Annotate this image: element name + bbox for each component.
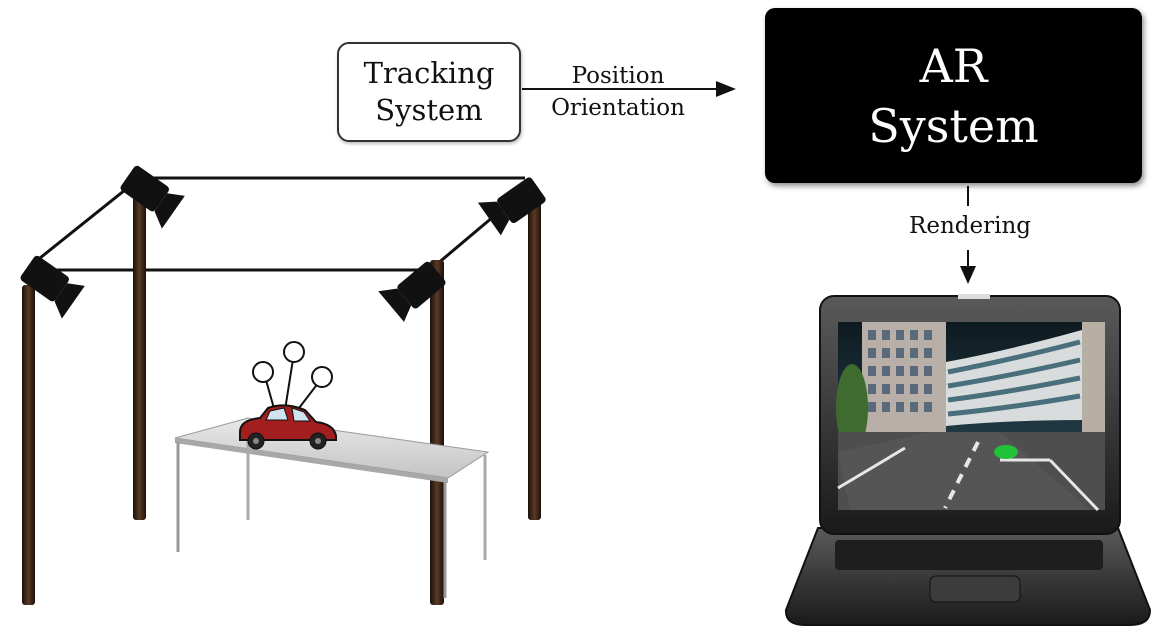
tracking-frame [34,176,526,272]
car-icon [239,341,337,450]
camera-icon [20,255,85,319]
marker-ball [311,366,333,388]
marker-ball [283,341,305,363]
green-marker [994,445,1018,459]
camera-icon [120,165,185,229]
post-front-left [22,285,35,605]
marker-ball [252,361,274,383]
post-back-left [133,190,146,520]
tracking-system-label-line2: System [375,93,483,127]
ar-system-label-line2: System [868,98,1039,153]
post-front-right [430,260,444,605]
tracking-system-node: Tracking System [337,42,521,142]
laptop-screen [836,322,1105,512]
tracking-system-label-line1: Tracking [363,56,495,90]
camera-icon [477,177,546,236]
post-back-right [528,195,541,520]
camera-posts [22,190,541,605]
edge-label-line2: Orientation [551,95,685,121]
edge-label-position-orientation: Position Orientation [528,60,708,124]
ar-system-label-line1: AR [919,38,988,93]
arrow-tracking-to-ar [522,81,736,97]
laptop-icon [784,294,1152,626]
arrow-ar-to-display [960,186,976,284]
edge-label-rendering: Rendering [909,213,1031,239]
camera-icon [378,261,446,322]
edge-label-line1: Position [571,63,665,89]
ar-system-node: AR System [765,8,1142,183]
